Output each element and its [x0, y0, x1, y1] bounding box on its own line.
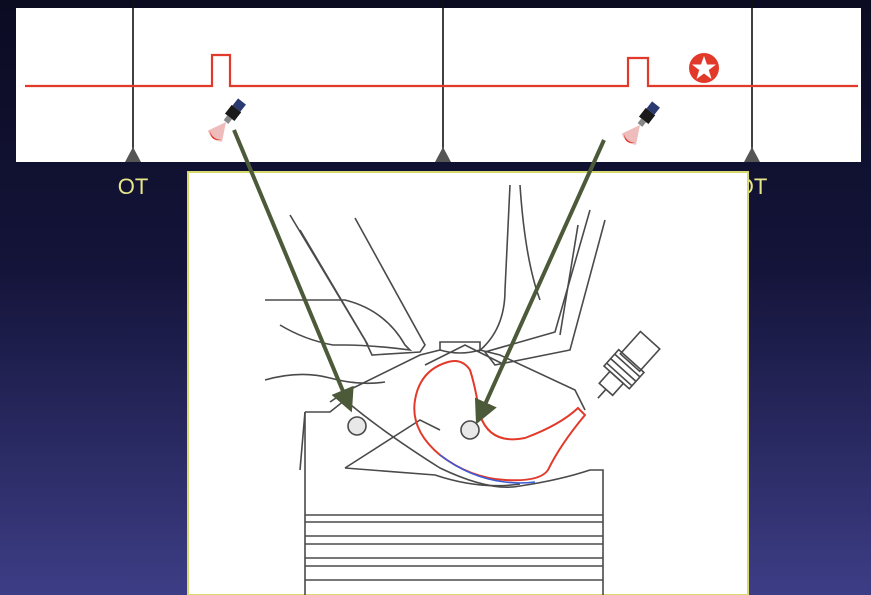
- charge-edge: [439, 454, 536, 484]
- intake-port: [265, 299, 413, 352]
- marker-label-tdc-1: OT: [118, 174, 149, 199]
- injection-signal: [25, 53, 858, 88]
- piston: [305, 398, 604, 595]
- exhaust-valve: [483, 209, 606, 366]
- tdc-marker-1: [125, 147, 141, 162]
- fuel-injector-icon: [207, 98, 246, 142]
- flame-front: [413, 360, 587, 482]
- tdc-marker-2: [744, 147, 760, 162]
- spark-plug: [597, 330, 661, 399]
- spray-arrow-2: [474, 139, 606, 425]
- charge-flow-dot: [460, 420, 480, 440]
- ignition-spark-icon: [689, 53, 719, 83]
- intake-flow-dot: [347, 416, 367, 436]
- combustion-roof: [329, 341, 586, 411]
- engine-panel: [187, 171, 749, 595]
- fuel-injector-icon-2: [621, 101, 660, 145]
- spray-arrow-1: [232, 129, 354, 413]
- bdc-marker: [435, 147, 451, 162]
- engine-cross-section: [264, 184, 661, 595]
